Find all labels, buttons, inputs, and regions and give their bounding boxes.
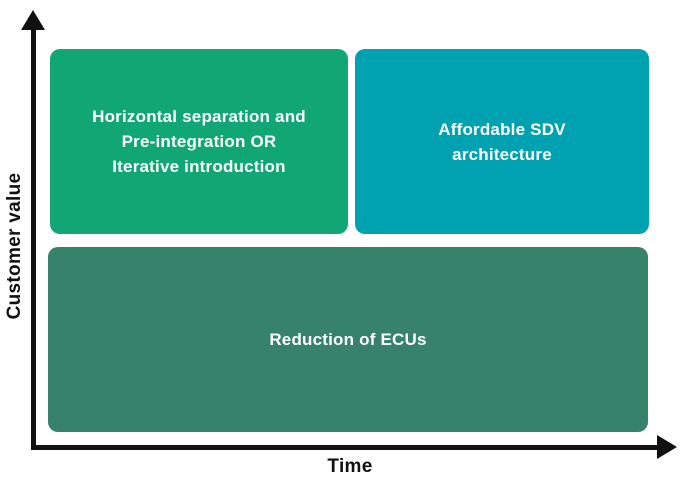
- y-axis-arrow-icon: [21, 10, 45, 30]
- y-axis-label: Customer value: [4, 172, 25, 320]
- affordable-sdv-box: Affordable SDV architecture: [355, 49, 649, 234]
- reduction-ecus-box: Reduction of ECUs: [48, 247, 648, 432]
- y-axis-line: [31, 26, 36, 450]
- x-axis-line: [31, 445, 659, 450]
- x-axis-arrow-icon: [657, 435, 677, 459]
- horizontal-separation-box: Horizontal separation and Pre-integratio…: [50, 49, 348, 234]
- x-axis-label: Time: [327, 456, 373, 477]
- reduction-ecus-label: Reduction of ECUs: [269, 330, 427, 349]
- horizontal-separation-label: Horizontal separation and Pre-integratio…: [92, 107, 306, 176]
- affordable-sdv-label: Affordable SDV architecture: [438, 119, 566, 164]
